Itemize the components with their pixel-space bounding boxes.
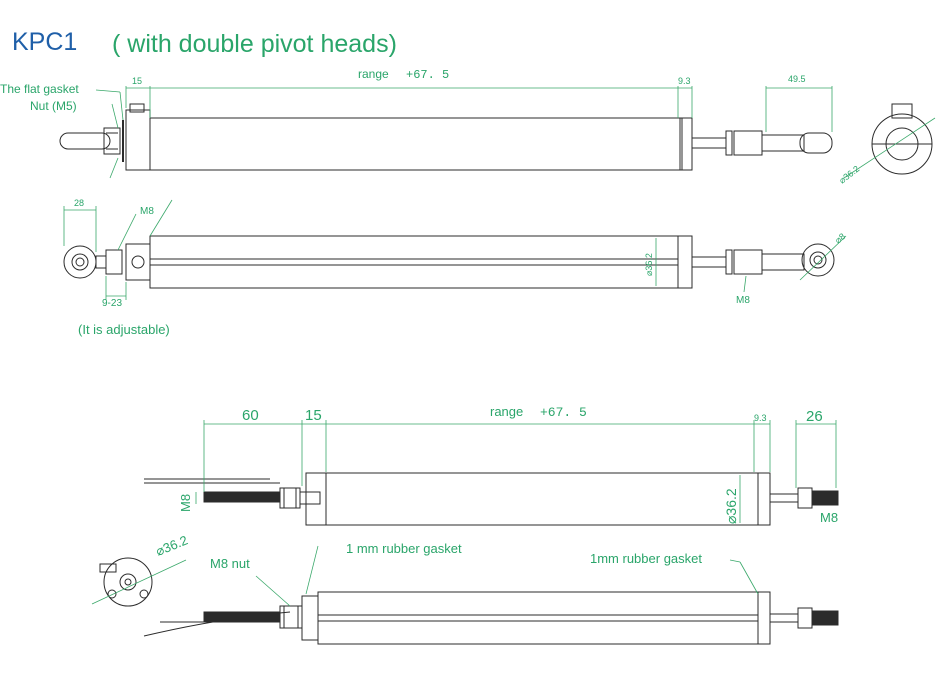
side-housing [149,235,679,289]
bottom-right-thread [811,610,839,626]
side-right-thread [761,253,805,271]
dim-8-side: ⌀8 [833,231,847,245]
dim-26-cable: 26 [806,408,823,425]
top-mount-tab [129,103,145,113]
dim-9-23-side: 9-23 [102,298,122,309]
top-view-dimensions [95,86,936,179]
dim-60-cable: 60 [242,407,259,424]
cable-view-dimensions [195,420,837,523]
cable-shield [203,491,281,503]
bottom-end-cap [757,591,771,645]
top-mount-block [125,109,151,171]
cable-housing [305,472,759,526]
label-m8-side-left: M8 [140,206,154,217]
bottom-right-nut [797,607,813,629]
cable-right-nut [797,487,813,509]
label-m8-cable-right: M8 [820,510,838,525]
model-title: KPC1 [12,28,77,56]
dim-range-word-cable: range [490,404,523,419]
top-view [59,103,933,175]
model-subtitle: ( with double pivot heads) [112,30,397,58]
dim-dia-bottom: ⌀36.2 [154,532,190,558]
cable-end-cap [757,472,771,526]
side-view-dimensions [63,199,847,300]
dim-range-word-top: range [358,67,389,81]
top-right-thread [761,134,805,152]
label-rubber-gasket-left: 1 mm rubber gasket [346,541,462,556]
dim-dia-top: ⌀36.2 [837,164,861,186]
top-right-collar [725,130,733,156]
bottom-end-view-inner [119,573,137,591]
label-m8-cable-left: M8 [178,494,193,512]
bottom-cable-shield [203,611,281,623]
top-right-nut [733,130,763,156]
dim-range-value-cable: +67. 5 [540,405,587,420]
top-end-view-tab [891,103,913,119]
top-right-rod [691,137,727,149]
cable-view [144,472,839,526]
side-mount-hole [131,255,145,269]
side-right-rod [691,256,727,268]
side-left-nut [105,249,123,275]
side-right-nut [733,249,763,275]
side-left-pivot-inner [71,253,89,271]
cable-gland-nut [279,487,301,509]
top-housing [149,117,683,171]
bottom-end-view-outer [103,557,153,607]
bottom-housing [317,591,759,645]
dim-dia-side: ⌀36.2 [644,253,654,276]
dim-9-3-top: 9.3 [678,76,691,86]
side-end-cap [677,235,693,289]
cable-right-rod [769,493,799,503]
side-mount-block [125,243,151,281]
dim-15-cable: 15 [305,407,322,424]
label-rubber-gasket-right: 1mm rubber gasket [590,551,702,566]
side-view [63,235,835,289]
bottom-gland-nut [279,605,303,629]
side-left-pivot-outer [63,245,97,279]
bottom-view [99,557,839,645]
note-adjustable: (It is adjustable) [78,322,170,337]
label-m8-nut: M8 nut [210,556,250,571]
label-m8-side-right: M8 [736,295,750,306]
top-left-nut [103,127,121,155]
dim-9-3-cable: 9.3 [754,413,767,423]
side-right-pivot-inner [809,251,827,269]
dim-28-side: 28 [74,198,84,208]
top-right-rod-end [799,132,833,154]
dim-dia-cable: ⌀36.2 [723,488,739,524]
dim-15-top: 15 [132,76,142,86]
label-nut-m5: Nut (M5) [30,99,77,113]
bottom-view-dimensions [91,545,759,607]
side-left-neck [95,255,107,269]
dim-range-value-top: +67. 5 [406,68,449,82]
top-left-rod-end [59,132,111,150]
cable-right-thread [811,490,839,506]
dim-49-5-top: 49.5 [788,74,806,84]
side-right-pivot-outer [801,243,835,277]
side-right-collar [725,249,733,275]
label-flat-gasket: The flat gasket [0,82,79,96]
bottom-right-rod [769,613,799,623]
